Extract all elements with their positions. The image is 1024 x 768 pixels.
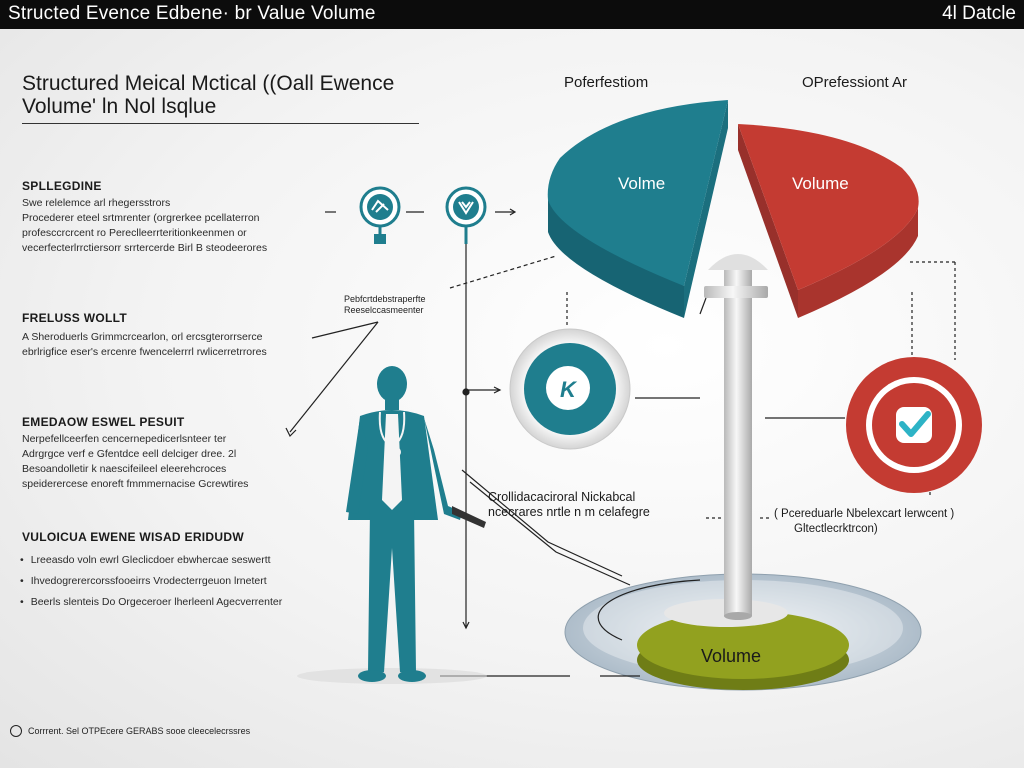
pie-right-half: [738, 124, 919, 318]
section-title-3: EMEDAOW ESWEL PESUIT: [22, 415, 185, 429]
center-callout-line-1: Crollidacaciroral Nickabcal: [488, 490, 636, 504]
column-head-left: Poferfestiom: [564, 74, 649, 91]
section-title-2: FRELUSS WOLLT: [22, 311, 127, 325]
doctor-figure: [297, 366, 487, 684]
base-volume-label: Volume: [701, 646, 762, 666]
section-text-2: A Sheroduerls Grimmcrcearlon, orl ercsgt…: [22, 330, 267, 360]
section-title-1: SPLLEGDINE: [22, 179, 102, 193]
section-1-line-3: profesccrcrcent ro Pereclleerrteritionke…: [22, 227, 247, 239]
section-3-line-2: Adrgrgce verf e Gfentdce eell delciger d…: [22, 448, 237, 460]
section-3-line-3: Besoandolletir k naescifeileel eleerehcr…: [22, 463, 227, 475]
section-title-4: VULOICUA EWENE WISAD ERIDUDW: [22, 530, 244, 544]
section-3-line-1: Nerpefellceerfen cencernepedicerlsnteer …: [22, 433, 227, 445]
section-text-3: Nerpefellceerfen cencernepedicerlsnteer …: [22, 432, 248, 492]
section-3-line-4: speiderercese enoreft fmmmernacise Gcrew…: [22, 478, 249, 490]
base-platform: [564, 573, 922, 691]
bullet-list: Lreeasdo voln ewrl Gleclicdoer ebwhercae…: [20, 550, 283, 613]
pie-left-label: Volme: [618, 174, 666, 193]
center-callout-line-2: ncecrares nrtle n m celafegre: [488, 505, 650, 519]
header-date: 4l Datcle: [942, 3, 1016, 24]
checkmark-icon: [846, 357, 982, 493]
section-2-line-2: ebrlrigfice eser's ercenre fwencelerrrl …: [22, 346, 267, 358]
connector-lines: [285, 208, 956, 677]
bullet-item-3: Beerls slenteis Do Orgeceroer lherleenl …: [20, 592, 283, 613]
right-callout-line-2: Gltectlecrktrcon): [794, 523, 878, 535]
small-callout-line-2: Reeselccasmeenter: [344, 305, 424, 315]
center-callout: Crollidacaciroral Nickabcal ncecrares nr…: [488, 490, 650, 520]
heading-line-1: Structured Meical Mctical ((Oall Ewence: [22, 72, 395, 95]
letter-k-badge: K: [509, 328, 631, 450]
small-callout-line-1: Pebfcrtdebstraperfte: [344, 294, 426, 304]
bullet-item-1: Lreeasdo voln ewrl Gleclicdoer ebwhercae…: [20, 550, 282, 571]
section-2-line-1: A Sheroduerls Grimmcrcearlon, orl ercsgt…: [22, 331, 263, 343]
stethoscope-icon: [359, 186, 401, 244]
right-callout: ( Pcereduarle Nbelexcart lerwcent ) Glte…: [774, 507, 954, 537]
section-1-line-1: Swe relelemce arl rhegersstrors: [22, 197, 171, 209]
right-callout-line-1: ( Pcereduarle Nbelexcart lerwcent ): [774, 508, 955, 520]
top-bar: Structed Evence Edbene· br Value Volume …: [0, 0, 1024, 29]
footer-text: Corrrent. Sel OTPEcere GERABS sooe cleec…: [28, 726, 251, 736]
heading-line-2: Volume' ln Nol lsqlue: [22, 95, 217, 118]
pie-left-half: [547, 100, 728, 318]
badge-letter: K: [560, 377, 578, 402]
heading-divider: [22, 123, 419, 124]
header-title: Structed Evence Edbene· br Value Volume: [8, 3, 376, 24]
bullet-item-2: Ihvedogrerercorssfooeirrs Vrodecterrgeuo…: [20, 571, 282, 592]
section-1-line-2: Procederer eteel srtmrenter (orgrerkee p…: [22, 212, 260, 224]
pie-right-label: Volume: [792, 174, 849, 193]
section-1-line-4: vecerfecterlrrctiersorr srrtercerde Birl…: [22, 242, 268, 254]
medical-bag-icon: [445, 186, 487, 244]
section-text-1: Swe relelemce arl rhegersstrors Proceder…: [22, 196, 267, 256]
center-pole: [704, 254, 768, 620]
page-heading: Structured Meical Mctical ((Oall Ewence …: [22, 72, 422, 118]
column-head-right: OPrefessiont Ar: [802, 74, 908, 91]
copyright-icon: [10, 725, 22, 737]
base-volume-disc: [637, 611, 849, 679]
small-callout-label: Pebfcrtdebstraperfte Reeselccasmeenter: [344, 294, 426, 316]
